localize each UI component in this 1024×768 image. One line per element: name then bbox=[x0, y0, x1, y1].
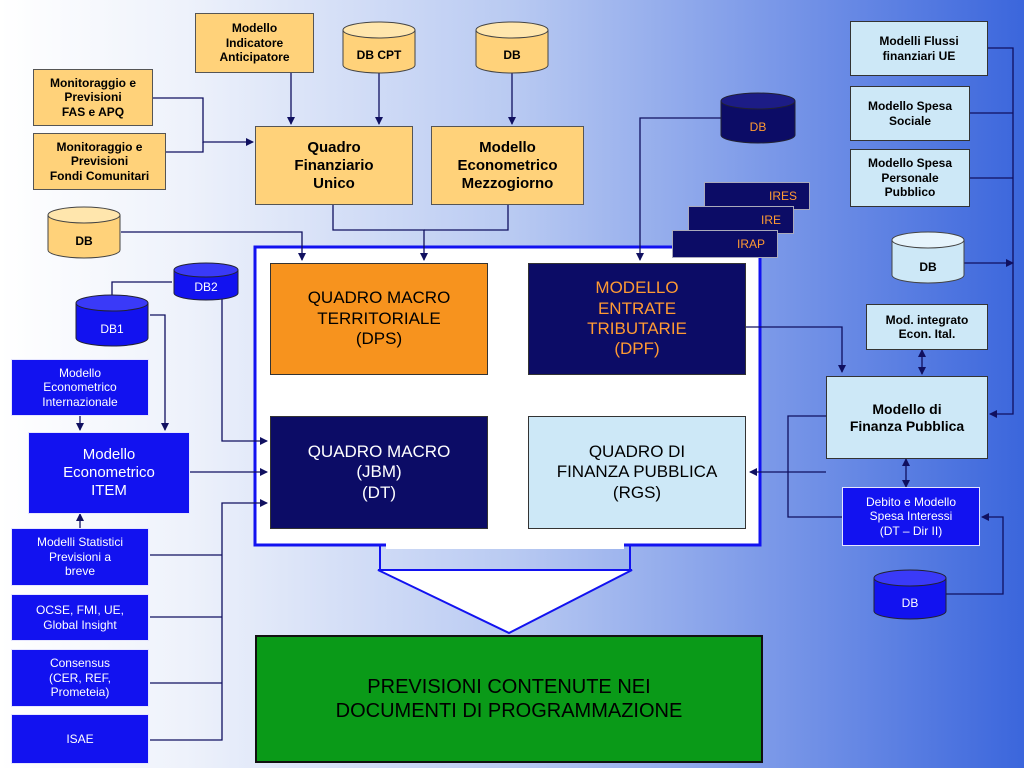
modello-finanza-pubblica-box: Modello di Finanza Pubblica bbox=[826, 376, 988, 459]
spesa-personale-box: Modello Spesa Personale Pubblico bbox=[850, 149, 970, 207]
irap-tag: IRAP bbox=[672, 230, 778, 258]
cylinder-db-top bbox=[475, 21, 549, 74]
cylinder-db1 bbox=[75, 294, 149, 347]
cylinder-db-mid bbox=[720, 92, 796, 144]
db-top-label: DB bbox=[503, 48, 521, 62]
db2-label: DB2 bbox=[194, 280, 218, 294]
db-mid-label: DB bbox=[749, 120, 767, 134]
db-left-label: DB bbox=[75, 234, 93, 248]
db1-label: DB1 bbox=[100, 322, 124, 336]
flussi-finanziari-box: Modelli Flussi finanziari UE bbox=[850, 21, 988, 76]
db-cpt-label: DB CPT bbox=[356, 48, 402, 62]
indicatore-anticipatore-box: Modello Indicatore Anticipatore bbox=[195, 13, 314, 73]
down-arrow bbox=[377, 569, 633, 635]
monitoraggio-fas-box: Monitoraggio e Previsioni FAS e APQ bbox=[33, 69, 153, 126]
cylinder-db2 bbox=[173, 262, 239, 301]
ocse-box: OCSE, FMI, UE, Global Insight bbox=[11, 594, 149, 641]
econometrico-mezzogiorno-box: Modello Econometrico Mezzogiorno bbox=[431, 126, 584, 205]
cylinder-db-left bbox=[47, 206, 121, 259]
cylinder-db-bottom bbox=[873, 569, 947, 620]
quadro-finanza-pubblica-box: QUADRO DI FINANZA PUBBLICA (RGS) bbox=[528, 416, 746, 529]
econometrico-internazionale-box: Modello Econometrico Internazionale bbox=[11, 359, 149, 416]
cylinder-db-right bbox=[891, 231, 965, 284]
monitoraggio-fondi-box: Monitoraggio e Previsioni Fondi Comunita… bbox=[33, 133, 166, 190]
quadro-macro-jbm-box: QUADRO MACRO (JBM) (DT) bbox=[270, 416, 488, 529]
debito-spesa-interessi-box: Debito e Modello Spesa Interessi (DT – D… bbox=[842, 487, 980, 546]
consensus-box: Consensus (CER, REF, Prometeia) bbox=[11, 649, 149, 707]
ire-tag: IRE bbox=[688, 206, 794, 234]
modello-integrato-box: Mod. integrato Econ. Ital. bbox=[866, 304, 988, 350]
quadro-macro-territoriale-box: QUADRO MACRO TERRITORIALE (DPS) bbox=[270, 263, 488, 375]
cylinder-db-cpt bbox=[342, 21, 416, 74]
db-right-label: DB bbox=[919, 260, 937, 274]
econometrico-item-box: Modello Econometrico ITEM bbox=[28, 432, 190, 514]
modelli-statistici-box: Modelli Statistici Previsioni a breve bbox=[11, 528, 149, 586]
previsioni-output-box: PREVISIONI CONTENUTE NEI DOCUMENTI DI PR… bbox=[255, 635, 763, 763]
spesa-sociale-box: Modello Spesa Sociale bbox=[850, 86, 970, 141]
modello-entrate-tributarie-box: MODELLO ENTRATE TRIBUTARIE (DPF) bbox=[528, 263, 746, 375]
db-bottom-label: DB bbox=[901, 596, 919, 610]
ires-tag: IRES bbox=[704, 182, 810, 210]
quadro-finanziario-box: Quadro Finanziario Unico bbox=[255, 126, 413, 205]
isae-box: ISAE bbox=[11, 714, 149, 764]
